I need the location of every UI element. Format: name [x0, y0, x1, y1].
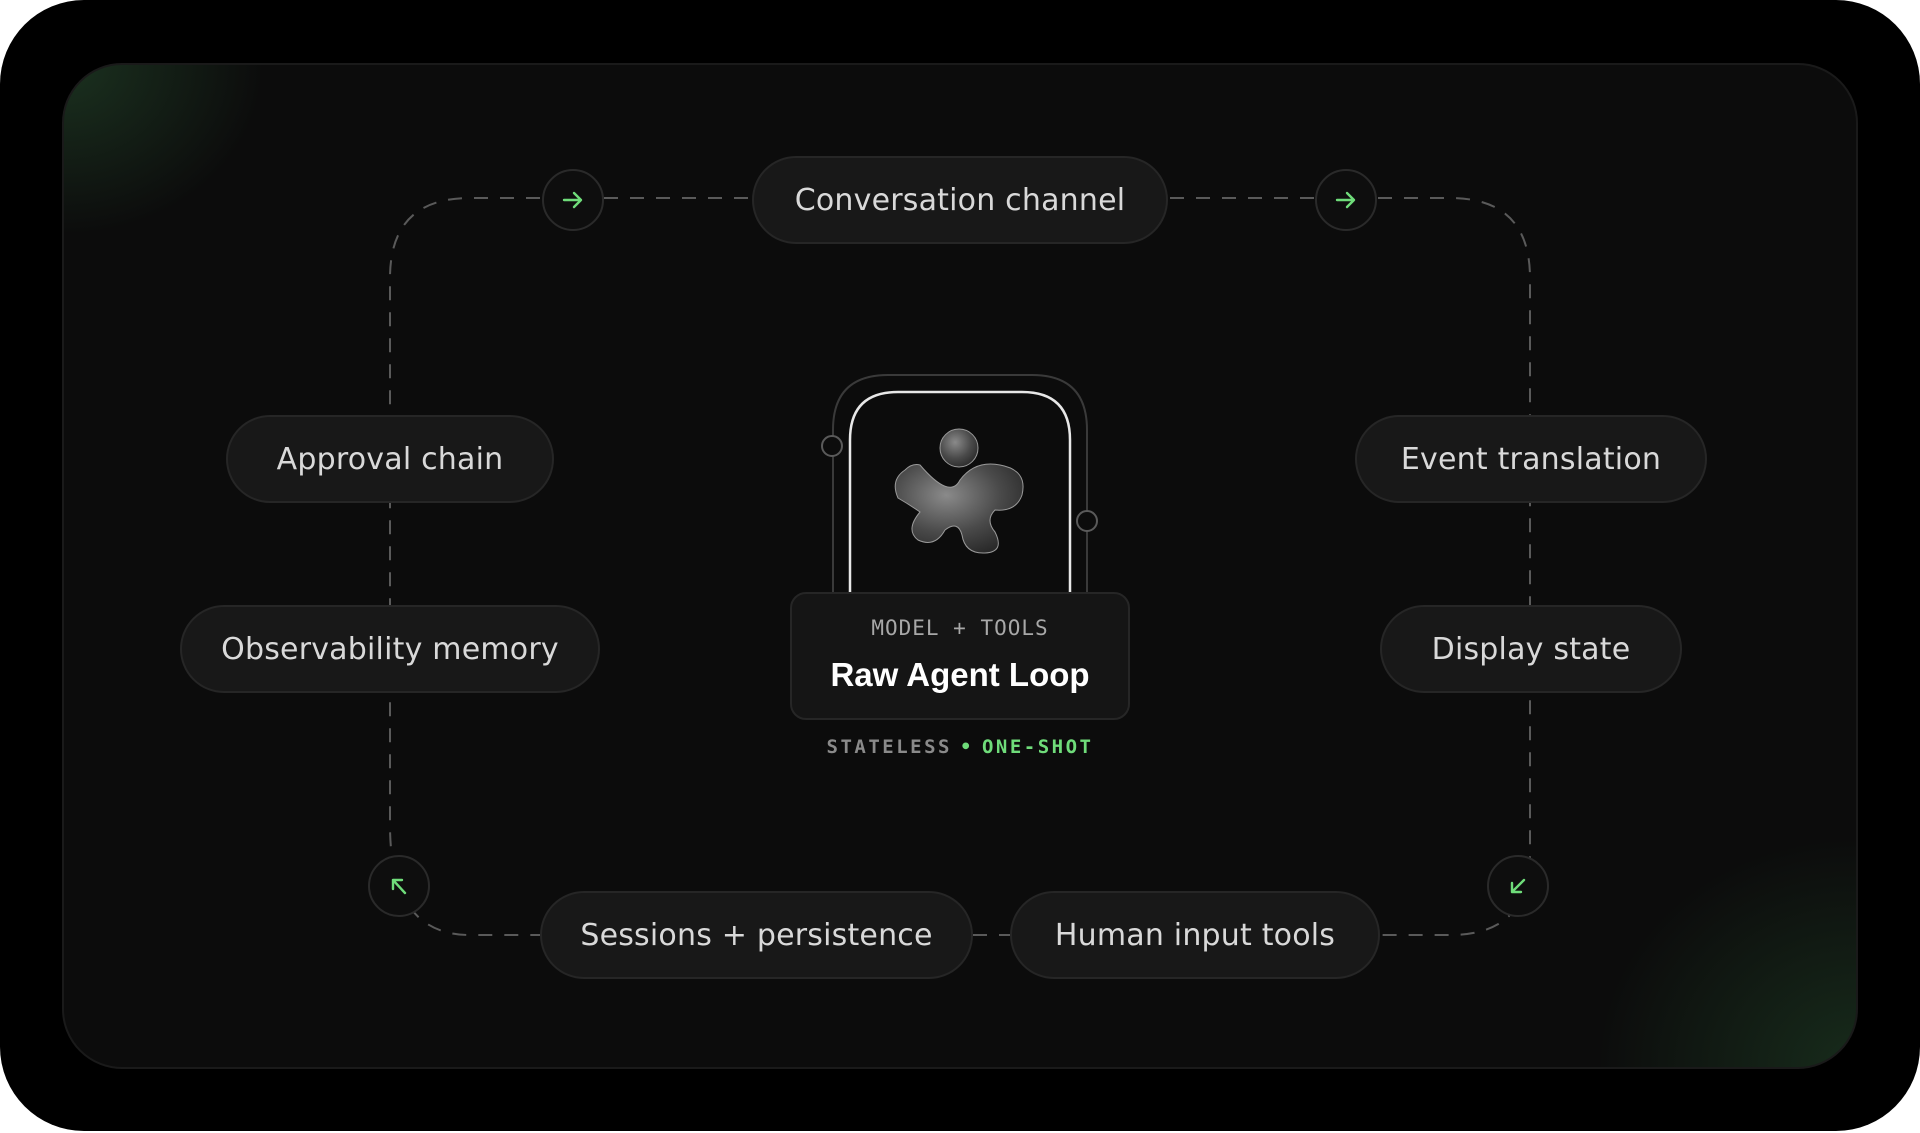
node-human-input-tools: Human input tools — [1010, 891, 1380, 979]
center-tagline: STATELESS • ONE-SHOT — [790, 736, 1130, 758]
arrow-up-left-icon — [368, 855, 430, 917]
center-card: MODEL + TOOLS Raw Agent Loop — [790, 592, 1130, 720]
node-display-state: Display state — [1380, 605, 1682, 693]
tag-separator: • — [959, 736, 974, 758]
loop-line-right — [1170, 197, 1531, 936]
node-observability-memory: Observability memory — [180, 605, 600, 693]
node-event-translation: Event translation — [1355, 415, 1707, 503]
node-sessions-persistence: Sessions + persistence — [540, 891, 973, 979]
node-approval-chain: Approval chain — [226, 415, 554, 503]
tag-stateless: STATELESS — [826, 736, 952, 758]
center-subtitle: MODEL + TOOLS — [871, 616, 1049, 640]
arrow-down-left-icon — [1487, 855, 1549, 917]
arrow-right-icon — [542, 169, 604, 231]
arrow-right-icon — [1315, 169, 1377, 231]
center-device — [821, 374, 1098, 592]
agent-blob-logo — [894, 428, 1024, 554]
center-title: Raw Agent Loop — [830, 656, 1090, 693]
tag-one-shot: ONE-SHOT — [981, 736, 1094, 758]
node-conversation-channel: Conversation channel — [752, 156, 1168, 244]
loop-line-left — [389, 197, 748, 936]
